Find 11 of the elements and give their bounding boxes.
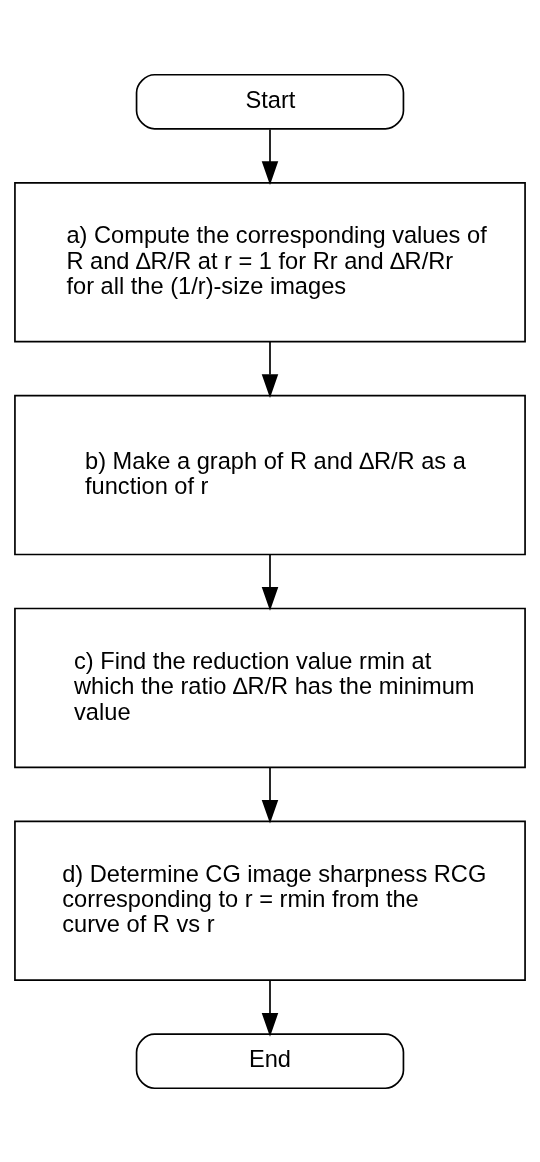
node-box: c) Find the reduction value rmin at which the ratio ∆R/R has the minimum value xyxy=(14,607,526,768)
node-box: End xyxy=(135,1032,405,1089)
arrow xyxy=(261,128,279,185)
arrow xyxy=(261,766,279,824)
arrow xyxy=(261,340,279,398)
node-box: Start xyxy=(135,73,405,130)
node-box: d) Determine CG image sharpness RCG corresponding to r = rmin from the curve of R vs r xyxy=(14,820,526,981)
arrow xyxy=(261,979,279,1037)
arrow xyxy=(261,553,279,611)
node-box: a) Compute the corresponding values of R and ∆R/R at r = 1 for Rr and ∆R/Rr for all the (1/r)-size images xyxy=(14,181,526,342)
node-box: b) Make a graph of R and ∆R/R as a function of r xyxy=(14,394,526,555)
